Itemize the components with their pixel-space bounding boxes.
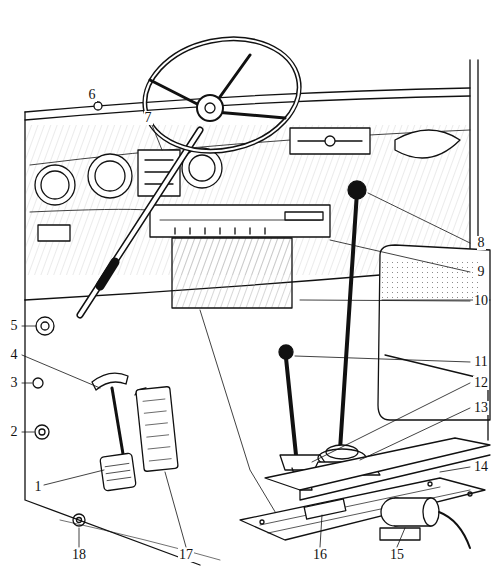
callout-number: 16 — [312, 548, 328, 562]
seat — [378, 245, 490, 440]
callout-number: 8 — [477, 236, 486, 250]
callout-number: 13 — [473, 401, 489, 415]
callout-number: 7 — [144, 111, 153, 125]
callout-number: 10 — [473, 294, 489, 308]
callout-number: 11 — [473, 355, 488, 369]
callout-number: 15 — [389, 548, 405, 562]
callout-number: 17 — [178, 548, 194, 562]
callout-number: 14 — [473, 460, 489, 474]
gear-lever — [312, 181, 380, 475]
starter-unit — [380, 498, 470, 548]
callout-number: 3 — [10, 376, 19, 390]
callout-number: 4 — [10, 348, 19, 362]
steering — [80, 25, 310, 315]
callout-number: 2 — [10, 425, 19, 439]
callout-number: 12 — [473, 376, 489, 390]
control-knobs — [33, 102, 102, 439]
callout-number: 5 — [10, 319, 19, 333]
seat-base — [240, 438, 490, 540]
callout-number: 18 — [71, 548, 87, 562]
callout-number: 9 — [477, 265, 486, 279]
leader-lines — [22, 101, 470, 547]
pedals — [73, 373, 178, 526]
floor — [25, 300, 280, 565]
callout-number: 6 — [88, 88, 97, 102]
callout-number: 1 — [34, 480, 43, 494]
